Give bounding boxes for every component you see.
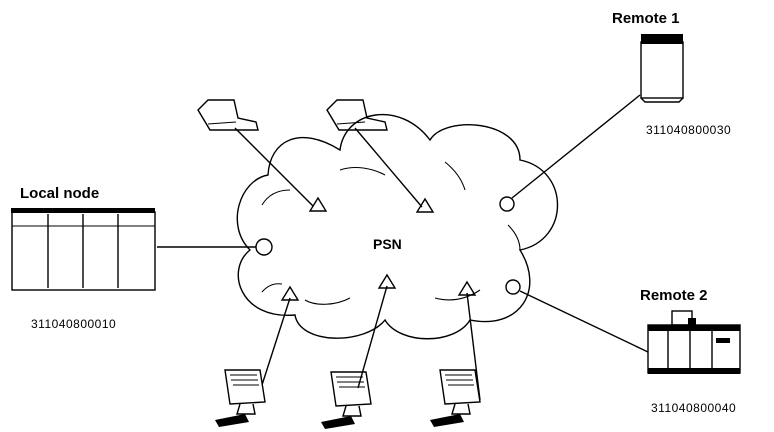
workstation-icon — [321, 371, 372, 429]
local-node-address: 311040800010 — [31, 317, 116, 331]
terminal-access-point-icon — [415, 197, 435, 213]
keyboard-terminal-icon — [197, 99, 259, 131]
host-access-point-icon — [255, 238, 273, 256]
workstation-icon — [430, 369, 481, 427]
remote1-address: 311040800030 — [646, 123, 731, 137]
terminal-access-point-icon — [308, 196, 328, 212]
host-access-point-icon — [499, 196, 515, 212]
remote2-label: Remote 2 — [640, 287, 708, 304]
remote2-address: 311040800040 — [651, 401, 736, 415]
local-node-label: Local node — [20, 185, 99, 202]
local-node-rack-icon — [11, 208, 156, 291]
remote1-label: Remote 1 — [612, 10, 680, 27]
host-access-point-icon — [505, 279, 521, 295]
workstation-icon — [215, 369, 266, 427]
remote2-system-icon — [647, 310, 741, 374]
psn-label: PSN — [373, 236, 402, 252]
psn-cloud — [236, 113, 559, 340]
keyboard-terminal-icon — [326, 99, 388, 131]
remote1-server-icon — [640, 34, 684, 103]
connection-lines — [157, 94, 649, 401]
